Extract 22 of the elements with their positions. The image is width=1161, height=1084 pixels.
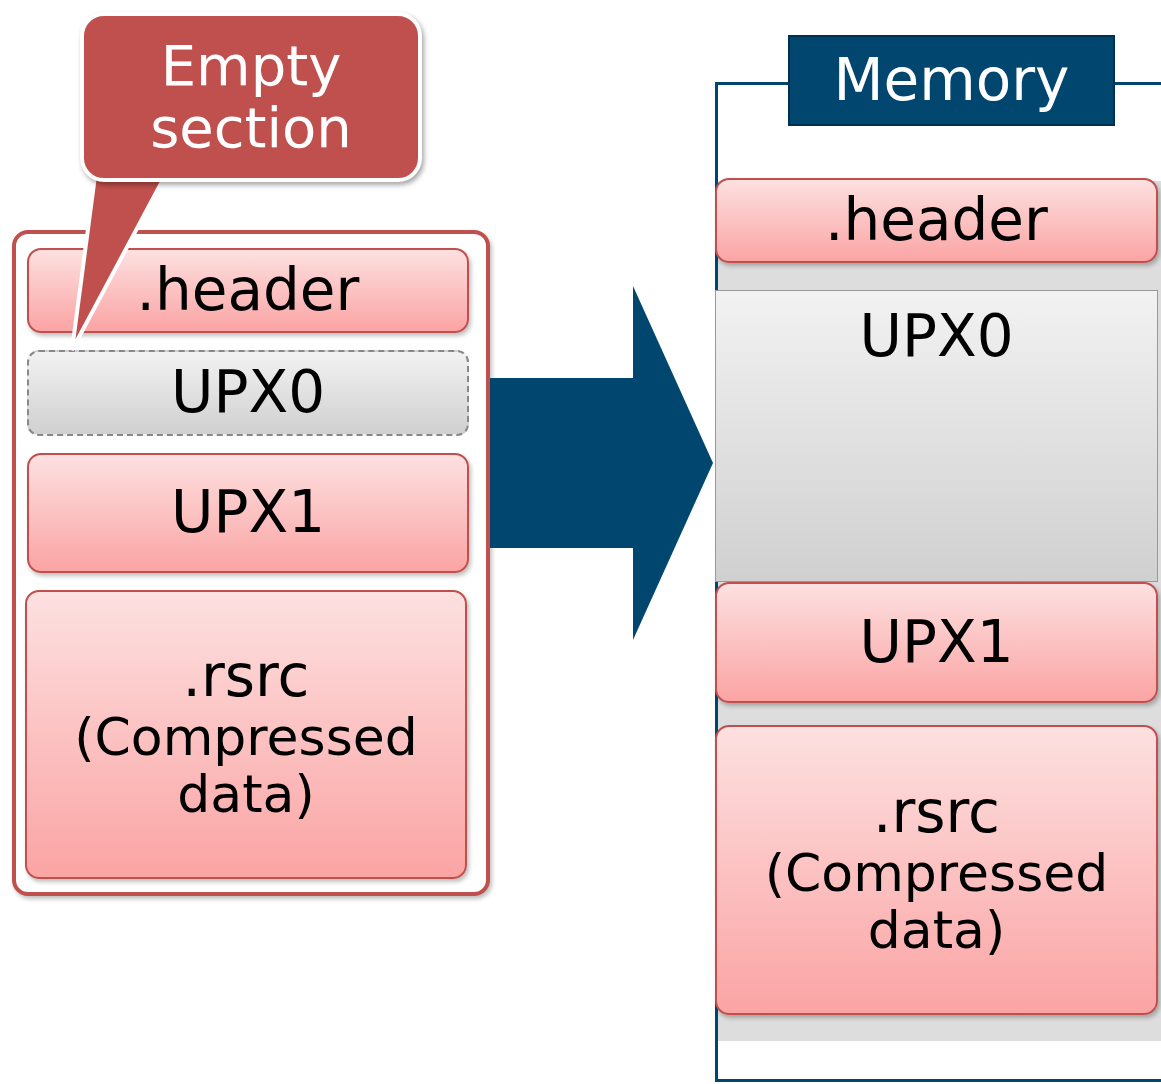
section-name: .rsrc <box>873 780 1000 845</box>
panel-title: Memory <box>788 35 1115 126</box>
section-name: UPX0 <box>859 305 1014 369</box>
file-box <box>12 230 490 896</box>
section-box <box>715 582 1158 703</box>
section-box <box>715 178 1158 263</box>
section-name: .header <box>136 258 360 323</box>
section-name: UPX1 <box>859 610 1014 675</box>
section-name: UPX0 <box>170 361 326 425</box>
section-box <box>27 248 469 333</box>
block-arrow <box>490 286 713 640</box>
callout-text: Empty section <box>149 35 353 159</box>
section-box <box>715 290 1158 582</box>
section-name: .rsrc <box>182 645 310 710</box>
section-box <box>25 590 467 879</box>
section-note: (Compressed data) <box>73 709 419 824</box>
section-name: .header <box>825 188 1048 253</box>
section-note: (Compressed data) <box>763 844 1110 960</box>
section-name: UPX1 <box>170 481 326 545</box>
section-box <box>715 725 1158 1015</box>
empty-section-box <box>27 350 469 436</box>
section-box <box>27 453 469 573</box>
